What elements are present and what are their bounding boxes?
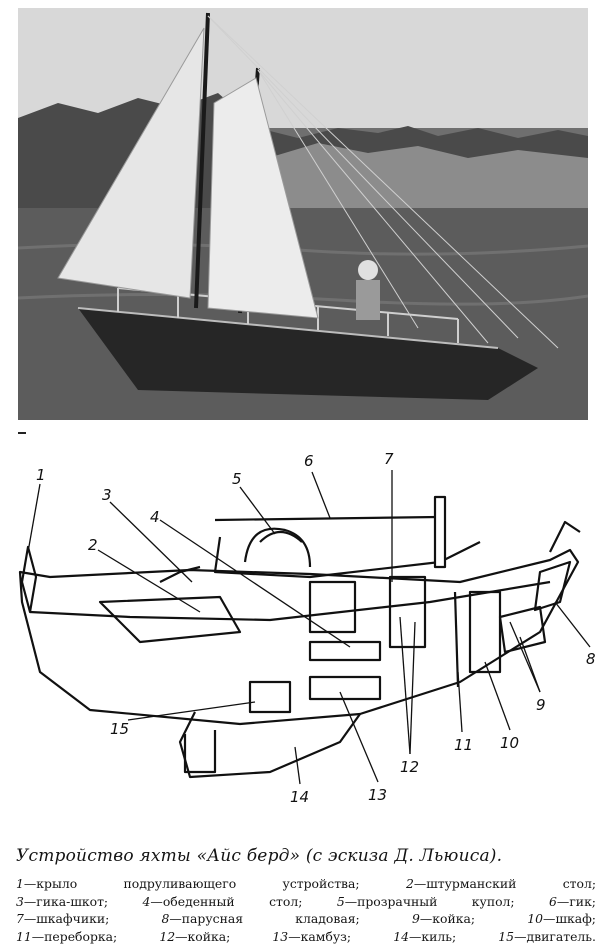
legend-num: 7 — [16, 911, 24, 926]
legend-num: 10 — [527, 911, 544, 926]
legend-num: 6 — [549, 893, 557, 909]
legend-text: штурманский стол; — [426, 876, 596, 891]
diagram-label-10: 10 — [500, 734, 519, 752]
legend-num: 2 — [405, 876, 414, 891]
legend-num: 5 — [336, 893, 345, 909]
legend-text: койка; — [432, 911, 476, 926]
legend-text: обеденный стол; — [162, 893, 303, 909]
diagram-label-8: 8 — [586, 650, 596, 668]
legend-row-3: 7—шкафчики; 8—парусная кладовая; 9—койка… — [16, 911, 596, 926]
legend-num: 1 — [16, 876, 24, 891]
legend-text: гика-шкот; — [36, 893, 109, 909]
legend-text: парусная кладовая; — [181, 911, 360, 926]
legend-row-4: 11—переборка; 12—койка; 13—камбуз; 14—ки… — [16, 928, 596, 944]
legend-text: шкаф; — [555, 911, 596, 926]
legend-num: 4 — [142, 893, 151, 909]
diagram-label-3: 3 — [102, 486, 112, 504]
legend-text: шкафчики; — [36, 911, 110, 926]
diagram-label-2: 2 — [88, 536, 98, 554]
legend-num: 9 — [411, 911, 420, 926]
figure-caption-title: Устройство яхты «Айс берд» (с эскиза Д. … — [16, 846, 503, 866]
diagram-label-5: 5 — [232, 470, 242, 488]
legend-num: 14 — [393, 928, 409, 944]
diagram-label-6: 6 — [304, 452, 314, 470]
legend-text: койка; — [187, 928, 231, 944]
legend-num: 11 — [16, 928, 32, 944]
legend-num: 8 — [161, 911, 170, 926]
dash-mark — [18, 432, 26, 434]
legend-text: двигатель. — [526, 928, 596, 944]
legend-num: 13 — [272, 928, 289, 944]
legend-text: прозрачный купол; — [357, 893, 515, 909]
diagram-label-13: 13 — [368, 786, 387, 804]
legend-text: киль; — [421, 928, 457, 944]
legend-row-1: 1—крыло подруливающего устройства; 2—шту… — [16, 876, 596, 891]
legend-text: камбуз; — [300, 928, 352, 944]
diagram-label-7: 7 — [384, 450, 394, 468]
legend-text: крыло подруливающего устройства; — [36, 876, 360, 891]
legend-row-2: 3—гика-шкот; 4—обеденный стол; 5—прозрач… — [16, 893, 596, 909]
figure-legend: 1—крыло подруливающего устройства; 2—шту… — [16, 875, 596, 945]
legend-num: 15 — [498, 928, 515, 944]
diagram-label-12: 12 — [400, 758, 419, 776]
diagram-label-15: 15 — [110, 720, 129, 738]
yacht-cutaway-diagram: 1 2 3 4 5 6 7 8 9 10 11 12 13 14 15 — [10, 442, 600, 834]
legend-num: 12 — [159, 928, 176, 944]
diagram-label-11: 11 — [454, 736, 473, 754]
legend-text: переборка; — [44, 928, 118, 944]
diagram-label-1: 1 — [36, 466, 46, 484]
diagram-label-4: 4 — [150, 508, 160, 526]
diagram-label-14: 14 — [290, 788, 309, 806]
legend-num: 3 — [16, 893, 24, 909]
yacht-photo — [18, 8, 588, 420]
diagram-label-9: 9 — [536, 696, 546, 714]
legend-text: гик; — [569, 893, 596, 909]
